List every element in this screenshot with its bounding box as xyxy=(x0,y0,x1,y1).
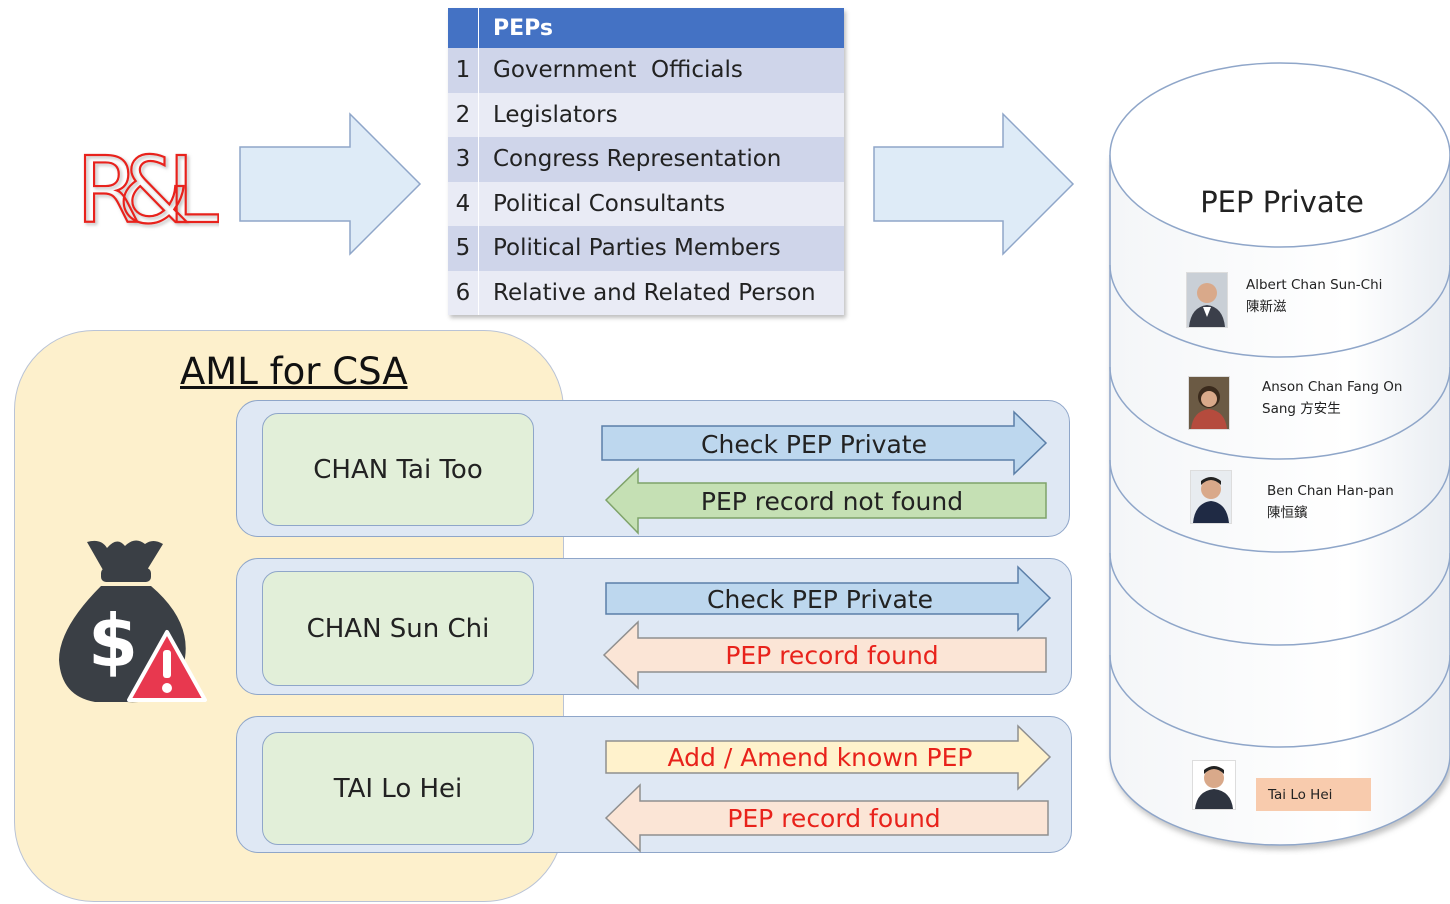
row-number: 1 xyxy=(448,48,479,93)
entry-chinese-name: 陳新滋 xyxy=(1246,299,1287,315)
database-entry: Anson Chan Fang On Sang 方安生 xyxy=(1262,376,1402,420)
person-photo xyxy=(1190,470,1232,524)
pep-private-database: PEP Private xyxy=(1109,62,1450,846)
entry-chinese-name: 陳恒鑌 xyxy=(1267,505,1308,521)
row-number: 3 xyxy=(448,137,479,182)
entry-name: Ben Chan Han-pan xyxy=(1267,483,1394,499)
response-arrow: PEP record found xyxy=(604,783,1049,853)
request-arrow: Check PEP Private xyxy=(601,410,1048,476)
person-name-box: CHAN Sun Chi xyxy=(262,571,534,686)
arrow-to-database xyxy=(873,112,1075,256)
table-row: 5 Political Parties Members xyxy=(448,226,844,271)
rl-logo: R&L xyxy=(74,126,242,248)
response-label: PEP record found xyxy=(725,641,938,670)
response-arrow: PEP record not found xyxy=(604,467,1047,535)
row-number: 2 xyxy=(448,92,479,137)
row-number: 6 xyxy=(448,270,479,315)
header-num-cell xyxy=(448,8,479,48)
table-row: 1 Government Officials xyxy=(448,48,844,93)
database-entry: Albert Chan Sun-Chi 陳新滋 xyxy=(1246,274,1382,318)
database-entry: Ben Chan Han-pan 陳恒鑌 xyxy=(1267,480,1394,524)
person-name-box: TAI Lo Hei xyxy=(262,732,534,845)
row-label: Congress Representation xyxy=(493,146,782,173)
row-label: Political Parties Members xyxy=(493,235,781,262)
request-label: Check PEP Private xyxy=(701,430,927,459)
row-label: Relative and Related Person xyxy=(493,279,816,306)
aml-title: AML for CSA xyxy=(180,350,408,393)
table-row: 2 Legislators xyxy=(448,92,844,137)
person-name-box: CHAN Tai Too xyxy=(262,413,534,526)
person-photo xyxy=(1188,376,1230,430)
money-bag-warning-icon: $ xyxy=(55,536,210,706)
table-row: 4 Political Consultants xyxy=(448,181,844,226)
request-label: Check PEP Private xyxy=(707,585,933,614)
response-label: PEP record not found xyxy=(701,487,963,516)
row-number: 4 xyxy=(448,181,479,226)
table-row: 3 Congress Representation xyxy=(448,137,844,182)
pep-categories-table: PEPs 1 Government Officials 2 Legislator… xyxy=(448,8,844,315)
request-arrow: Add / Amend known PEP xyxy=(605,724,1052,791)
table-row: 6 Relative and Related Person xyxy=(448,270,844,315)
table-header-label: PEPs xyxy=(493,15,553,41)
response-arrow: PEP record found xyxy=(602,620,1047,690)
person-photo xyxy=(1186,272,1228,328)
row-label: Government Officials xyxy=(493,57,743,84)
svg-text:$: $ xyxy=(88,599,138,683)
row-label: Political Consultants xyxy=(493,190,726,217)
request-arrow: Check PEP Private xyxy=(605,565,1052,632)
entry-chinese-name: Sang 方安生 xyxy=(1262,401,1341,417)
request-label: Add / Amend known PEP xyxy=(667,743,972,772)
arrow-to-peps xyxy=(239,112,422,256)
person-photo xyxy=(1192,760,1236,810)
entry-name: Anson Chan Fang On xyxy=(1262,379,1403,395)
entry-name: Albert Chan Sun-Chi xyxy=(1246,277,1383,293)
table-header: PEPs xyxy=(448,8,844,48)
row-label: Legislators xyxy=(493,101,618,128)
new-database-entry: Tai Lo Hei xyxy=(1256,778,1371,811)
response-label: PEP record found xyxy=(727,804,940,833)
row-number: 5 xyxy=(448,226,479,271)
database-title: PEP Private xyxy=(1200,185,1364,219)
